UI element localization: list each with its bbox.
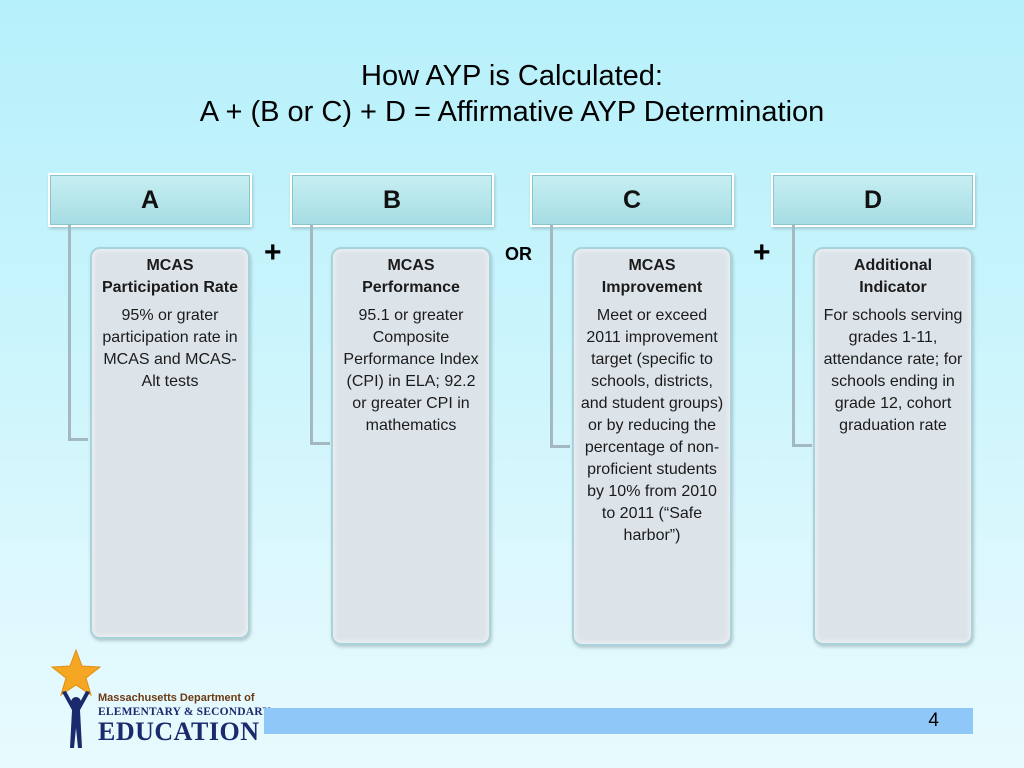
slide-title: How AYP is Calculated: A + (B or C) + D … (0, 58, 1024, 130)
card-c-heading: MCAS Improvement (601, 257, 703, 296)
card-d-heading: Additional Indicator (853, 257, 933, 296)
agency-logo-text: Massachusetts Department of ELEMENTARY &… (98, 692, 271, 745)
logo-line-2: ELEMENTARY & SECONDARY (98, 706, 271, 718)
card-b-body: 95.1 or greater Composite Performance In… (343, 307, 479, 434)
card-b: MCAS Performance 95.1 or greater Composi… (331, 247, 491, 645)
title-line-1: How AYP is Calculated: (361, 60, 663, 92)
card-d-body: For schools serving grades 1-11, attenda… (823, 307, 963, 434)
header-a: A (50, 175, 250, 225)
card-a: MCAS Participation Rate 95% or grater pa… (90, 247, 250, 639)
title-line-2: A + (B or C) + D = Affirmative AYP Deter… (199, 96, 825, 128)
connector-c (550, 225, 570, 448)
logo-line-3: EDUCATION (98, 717, 260, 746)
plus-operator-2: + (753, 236, 771, 269)
connector-d (792, 225, 812, 447)
header-d: D (773, 175, 973, 225)
connector-a (68, 225, 88, 441)
card-c: MCAS Improvement Meet or exceed 2011 imp… (572, 247, 732, 646)
page-number: 4 (928, 710, 939, 731)
connector-b (310, 225, 330, 445)
or-operator: OR (505, 244, 532, 264)
page-number-bar: 4 (264, 708, 973, 734)
header-b: B (292, 175, 492, 225)
plus-operator-1: + (264, 236, 282, 269)
card-d: Additional Indicator For schools serving… (813, 247, 973, 645)
card-c-body: Meet or exceed 2011 improvement target (… (580, 307, 724, 544)
card-a-body: 95% or grater participation rate in MCAS… (102, 307, 238, 390)
card-a-heading: MCAS Participation Rate (101, 257, 239, 296)
logo-line-1: Massachusetts Department of (98, 692, 255, 704)
header-c: C (532, 175, 732, 225)
card-b-heading: MCAS Performance (362, 257, 460, 296)
star-figure-icon (48, 648, 104, 757)
